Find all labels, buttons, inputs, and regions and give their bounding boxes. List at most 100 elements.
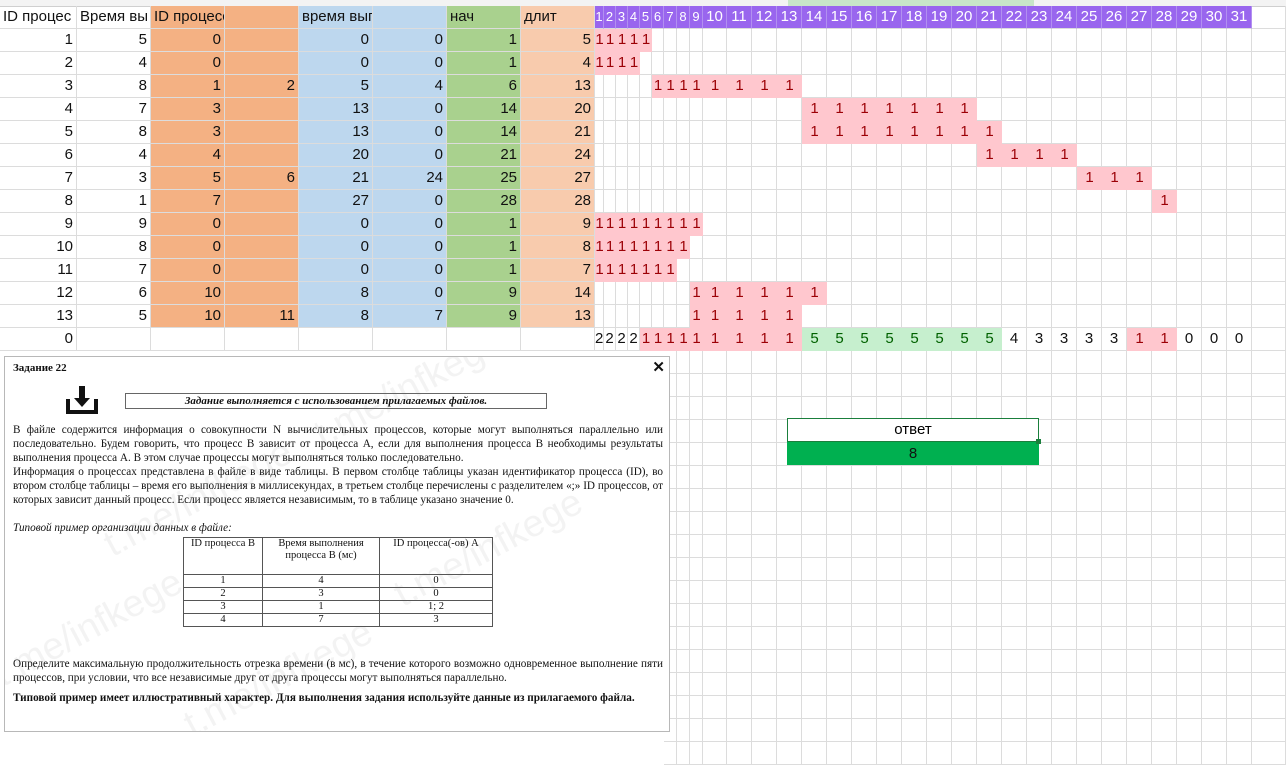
empty-cell[interactable]	[977, 466, 1002, 489]
timeline-active-cell[interactable]: 1	[604, 29, 616, 52]
timeline-empty-cell[interactable]	[1202, 213, 1227, 236]
empty-cell[interactable]	[977, 650, 1002, 673]
timeline-active-cell[interactable]: 1	[690, 213, 703, 236]
empty-cell[interactable]	[1077, 466, 1102, 489]
empty-cell[interactable]	[1227, 627, 1252, 650]
table-cell[interactable]: 4	[0, 98, 77, 121]
empty-cell[interactable]	[1052, 742, 1077, 765]
timeline-empty-cell[interactable]	[1202, 190, 1227, 213]
empty-cell[interactable]	[1002, 742, 1027, 765]
empty-cell[interactable]	[777, 466, 802, 489]
empty-cell[interactable]	[690, 558, 703, 581]
empty-cell[interactable]	[1027, 535, 1052, 558]
timeline-empty-cell[interactable]	[777, 121, 802, 144]
empty-cell[interactable]	[1202, 374, 1227, 397]
empty-cell[interactable]	[952, 351, 977, 374]
timeline-header-cell[interactable]: 8	[677, 6, 690, 29]
timeline-empty-cell[interactable]	[1127, 282, 1152, 305]
header-cell[interactable]: Время вы	[77, 6, 151, 29]
empty-cell[interactable]	[977, 627, 1002, 650]
empty-cell[interactable]	[802, 650, 827, 673]
table-cell[interactable]: 7	[151, 190, 225, 213]
timeline-header-cell[interactable]: 30	[1202, 6, 1227, 29]
empty-cell[interactable]	[1077, 742, 1102, 765]
timeline-active-cell[interactable]: 1	[652, 259, 664, 282]
empty-cell[interactable]	[777, 627, 802, 650]
empty-cell[interactable]	[1002, 535, 1027, 558]
timeline-empty-cell[interactable]	[664, 98, 677, 121]
sum-cell[interactable]: 0	[1177, 328, 1202, 351]
empty-cell[interactable]	[952, 742, 977, 765]
empty-cell[interactable]	[1227, 719, 1252, 742]
empty-cell[interactable]	[1177, 351, 1202, 374]
empty-cell[interactable]	[1077, 351, 1102, 374]
table-cell[interactable]: 8	[299, 305, 373, 328]
timeline-empty-cell[interactable]	[752, 52, 777, 75]
empty-cell[interactable]	[1102, 742, 1127, 765]
timeline-empty-cell[interactable]	[777, 236, 802, 259]
empty-cell[interactable]	[802, 466, 827, 489]
empty-cell[interactable]	[664, 512, 677, 535]
empty-cell[interactable]	[1252, 52, 1286, 75]
empty-cell[interactable]	[1127, 673, 1152, 696]
empty-cell[interactable]	[1102, 489, 1127, 512]
timeline-empty-cell[interactable]	[777, 144, 802, 167]
empty-cell[interactable]	[777, 397, 802, 420]
empty-cell[interactable]	[852, 719, 877, 742]
timeline-header-cell[interactable]: 18	[902, 6, 927, 29]
timeline-empty-cell[interactable]	[595, 167, 604, 190]
table-cell[interactable]: 0	[151, 236, 225, 259]
timeline-empty-cell[interactable]	[652, 190, 664, 213]
empty-cell[interactable]	[1102, 512, 1127, 535]
timeline-active-cell[interactable]: 1	[802, 98, 827, 121]
timeline-empty-cell[interactable]	[827, 190, 852, 213]
empty-cell[interactable]	[802, 512, 827, 535]
empty-cell[interactable]	[977, 512, 1002, 535]
table-cell[interactable]: 0	[299, 213, 373, 236]
timeline-empty-cell[interactable]	[1052, 75, 1077, 98]
table-cell[interactable]: 10	[0, 236, 77, 259]
timeline-empty-cell[interactable]	[1027, 121, 1052, 144]
empty-cell[interactable]	[703, 466, 727, 489]
timeline-active-cell[interactable]: 1	[628, 52, 640, 75]
timeline-empty-cell[interactable]	[1052, 190, 1077, 213]
empty-cell[interactable]	[1127, 650, 1152, 673]
table-cell[interactable]: 8	[77, 75, 151, 98]
table-cell[interactable]: 9	[521, 213, 595, 236]
empty-cell[interactable]	[664, 466, 677, 489]
timeline-empty-cell[interactable]	[703, 213, 727, 236]
empty-cell[interactable]	[225, 328, 299, 351]
table-cell[interactable]: 21	[521, 121, 595, 144]
timeline-empty-cell[interactable]	[1227, 305, 1252, 328]
timeline-empty-cell[interactable]	[652, 282, 664, 305]
timeline-empty-cell[interactable]	[1177, 213, 1202, 236]
empty-cell[interactable]	[977, 673, 1002, 696]
timeline-empty-cell[interactable]	[1052, 213, 1077, 236]
timeline-empty-cell[interactable]	[652, 98, 664, 121]
empty-cell[interactable]	[777, 489, 802, 512]
empty-cell[interactable]	[877, 535, 902, 558]
empty-cell[interactable]	[1052, 719, 1077, 742]
timeline-empty-cell[interactable]	[628, 305, 640, 328]
answer-value-cell[interactable]: 8	[787, 442, 1039, 465]
empty-cell[interactable]	[902, 535, 927, 558]
empty-cell[interactable]	[703, 374, 727, 397]
timeline-empty-cell[interactable]	[1202, 305, 1227, 328]
empty-cell[interactable]	[1252, 282, 1286, 305]
empty-cell[interactable]	[977, 489, 1002, 512]
empty-cell[interactable]	[752, 420, 777, 443]
empty-cell[interactable]	[677, 374, 690, 397]
empty-cell[interactable]	[752, 374, 777, 397]
timeline-empty-cell[interactable]	[902, 236, 927, 259]
timeline-empty-cell[interactable]	[664, 282, 677, 305]
empty-cell[interactable]	[852, 650, 877, 673]
sum-cell[interactable]: 3	[1027, 328, 1052, 351]
table-cell[interactable]: 7	[0, 167, 77, 190]
timeline-empty-cell[interactable]	[877, 236, 902, 259]
timeline-empty-cell[interactable]	[616, 144, 628, 167]
timeline-empty-cell[interactable]	[1002, 167, 1027, 190]
empty-cell[interactable]	[677, 719, 690, 742]
timeline-header-cell[interactable]: 20	[952, 6, 977, 29]
empty-cell[interactable]	[703, 673, 727, 696]
table-cell[interactable]	[225, 121, 299, 144]
